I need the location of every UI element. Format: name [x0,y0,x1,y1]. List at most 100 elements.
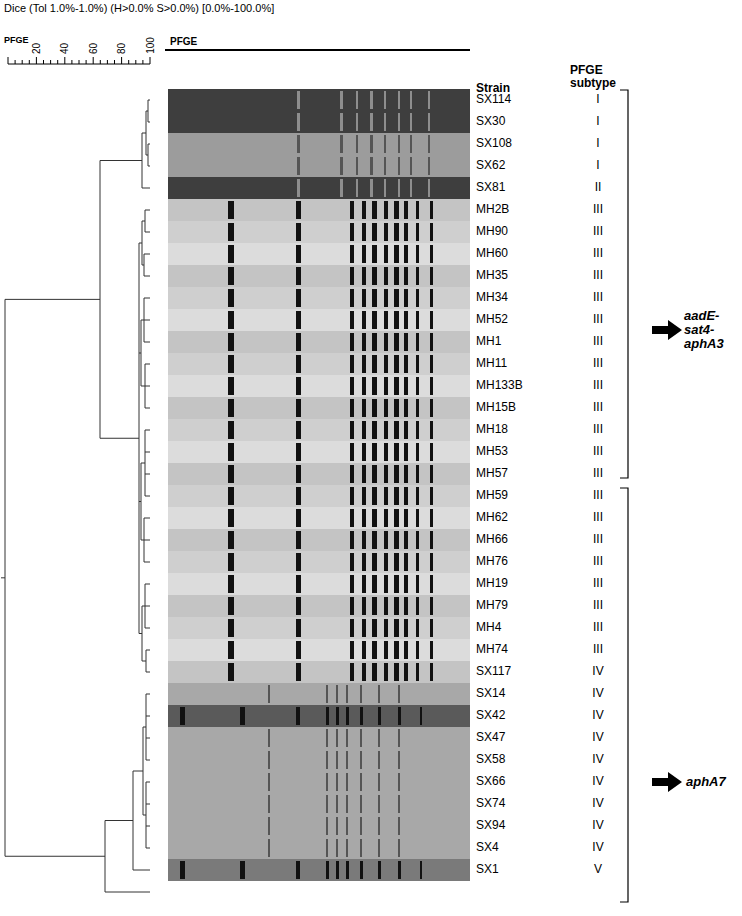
group-brackets [620,90,682,902]
gel-band [384,333,388,351]
gel-band [340,91,343,109]
pfge-subtype: III [593,401,603,414]
gel-band [404,641,408,659]
gel-band [296,311,301,329]
gel-band [430,597,433,615]
pfge-subtype: IV [592,819,603,832]
gel-band [360,861,363,879]
gel-band [404,597,408,615]
gel-band [228,531,234,549]
gel-band [378,795,380,813]
gel-band [296,861,300,879]
gene-label: aphA7 [686,775,726,789]
gel-band [384,91,386,109]
gel-lane [168,375,470,397]
gel-band [384,135,386,153]
dendrogram-branch [142,133,146,134]
gel-lane [168,89,470,111]
dendrogram-branch [146,672,150,673]
gel-band [362,355,366,373]
gel-band [404,663,408,681]
gel-band [404,553,408,571]
gel-band [384,377,388,395]
gel-band [428,157,430,175]
gel-band [296,333,301,351]
gel-band [268,751,270,769]
gel-band [350,333,354,351]
gel-band [362,575,366,593]
gel-band [430,619,433,637]
gel-lane [168,111,470,133]
strain-name: SX1 [476,863,499,876]
gel-band [372,421,377,439]
strain-name: SX108 [476,137,512,150]
strain-name: SX94 [476,819,505,832]
gel-band [228,333,234,351]
gel-band [326,729,328,747]
gel-band [398,157,400,175]
gel-band [372,619,377,637]
gel-band [384,355,388,373]
gel-band [404,531,408,549]
gel-band [372,663,377,681]
gel-band [428,135,430,153]
pfge-subtype: IV [592,841,603,854]
gel-band [394,267,399,285]
gel-band [404,509,408,527]
strain-name: SX14 [476,687,505,700]
gel-band [430,223,433,241]
strain-name: MH90 [476,225,508,238]
gel-band [228,443,234,461]
strain-name: SX74 [476,797,505,810]
gel-title: PFGE [170,36,197,47]
gel-band [228,201,234,219]
gel-band [228,465,234,483]
gel-band [240,861,245,879]
dendrogram-branch [145,408,150,409]
gel-band [378,773,380,791]
scale-tick-label: 60 [88,43,99,54]
gel-band [336,685,338,703]
gel-band [296,267,301,285]
dendrogram-branch [141,463,145,464]
gel-band [394,531,399,549]
gel-band [350,465,354,483]
gel-band [362,443,366,461]
gel-band [362,223,366,241]
dendrogram-branch [145,584,150,585]
strain-name: MH60 [476,247,508,260]
dendrogram-branch [146,716,150,717]
gel-band [362,289,366,307]
pfge-subtype: III [593,423,603,436]
gel-lane [168,133,470,155]
gel-band [370,91,373,109]
dendrogram-branch [1,577,5,578]
pfge-subtype: III [593,511,603,524]
strain-name: SX30 [476,115,505,128]
pfge-subtype: IV [592,775,603,788]
gel-band [346,707,349,725]
gel-band [336,751,338,769]
gel-lane [168,397,470,419]
gel-band [410,179,412,197]
pfge-subtype: IV [592,731,603,744]
scale-tick-label: 40 [59,43,70,54]
gel-band [394,641,399,659]
gel-band [350,553,354,571]
gel-band [326,839,328,857]
gel-band [416,465,419,483]
gel-band [350,223,354,241]
gel-band [416,245,419,263]
gel-band [228,487,234,505]
dendrogram-branch [105,892,150,893]
gel-band [296,553,301,571]
gel-lane [168,507,470,529]
gel-band [394,355,399,373]
gel-band [430,355,433,373]
gel-band [404,245,408,263]
gel-band [326,795,328,813]
gel-band [430,289,433,307]
gel-band [228,509,234,527]
gel-band [296,619,301,637]
gel-band [362,399,366,417]
